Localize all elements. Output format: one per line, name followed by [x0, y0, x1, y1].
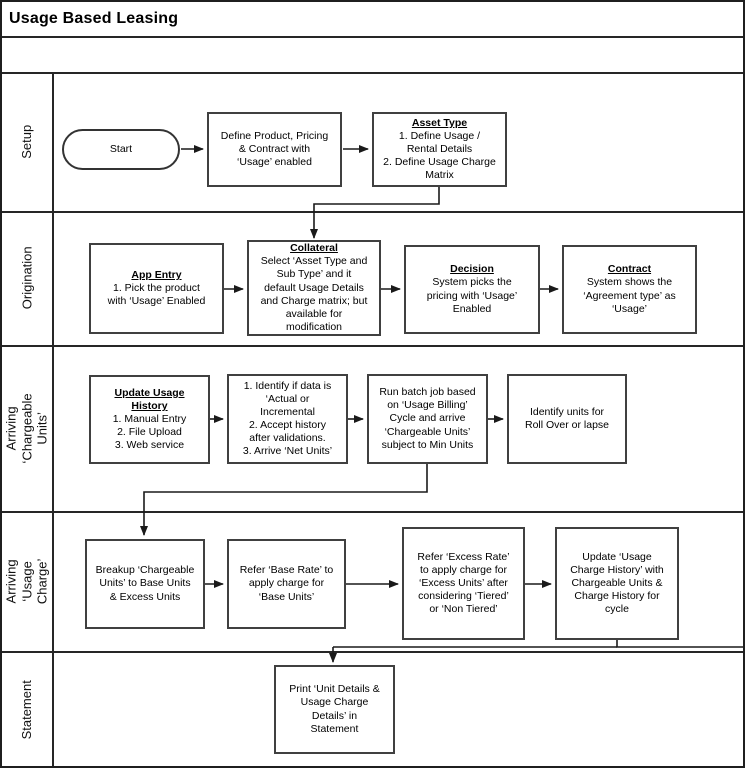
lane-label-text: Statement [19, 679, 35, 740]
lane-label-text: Setup [19, 124, 35, 159]
flow-arrow-batch-to-breakup [140, 464, 428, 536]
node-body: Update ‘Usage Charge History’ with Charg… [570, 550, 664, 616]
node-start: Start [62, 129, 180, 170]
grid-line-header-bottom [2, 72, 743, 74]
node-body: Identify units for Roll Over or lapse [524, 405, 610, 431]
lane-label-arriving-usage-charge: Arriving ‘Usage Charge’ [2, 511, 52, 651]
node-body: Print ‘Unit Details & Usage Charge Detai… [289, 683, 380, 735]
page-title: Usage Based Leasing [9, 10, 179, 27]
lane-label-text: Arriving ‘Chargeable Units’ [3, 392, 50, 464]
node-run-batch-job: Run batch job based on ‘Usage Billing’ C… [367, 374, 488, 464]
node-identify-data: 1. Identify if data is ‘Actual or Increm… [227, 374, 348, 464]
node-title: Asset Type [411, 116, 468, 129]
node-print-statement: Print ‘Unit Details & Usage Charge Detai… [274, 665, 395, 754]
lane-label-text: Origination [19, 246, 35, 310]
node-body: Refer ‘Excess Rate’ to apply charge for … [417, 550, 510, 616]
grid-line-title-bottom [2, 36, 743, 38]
node-body: 1. Identify if data is ‘Actual or Increm… [242, 379, 333, 458]
node-body: Breakup ‘Chargeable Units’ to Base Units… [95, 564, 195, 603]
node-body: System shows the ‘Agreement type’ as ‘Us… [583, 276, 676, 315]
node-title: Contract [607, 263, 652, 276]
lane-label-arriving-chargeable-units: Arriving ‘Chargeable Units’ [2, 345, 52, 511]
node-app-entry: App Entry 1. Pick the product with ‘Usag… [89, 243, 224, 334]
node-title: Collateral [290, 242, 338, 255]
lane-divider-usage-charge [2, 651, 743, 653]
node-decision: Decision System picks the pricing with ‘… [404, 245, 540, 334]
lane-divider-setup [2, 211, 743, 213]
node-body: Define Product, Pricing & Contract with … [220, 129, 329, 168]
node-body: System picks the pricing with ‘Usage’ En… [426, 276, 518, 315]
node-title: Decision [450, 263, 494, 276]
node-contract: Contract System shows the ‘Agreement typ… [562, 245, 697, 334]
node-update-usage-history: Update Usage History 1. Manual Entry 2. … [89, 375, 210, 464]
node-define-product: Define Product, Pricing & Contract with … [207, 112, 342, 187]
node-update-usage-charge-history: Update ‘Usage Charge History’ with Charg… [555, 527, 679, 640]
node-body: Select ‘Asset Type and Sub Type’ and it … [260, 255, 368, 333]
flow-line-update-history-right [616, 640, 743, 648]
node-body: Refer ‘Base Rate’ to apply charge for ‘B… [239, 564, 334, 603]
lane-label-column-divider [52, 72, 54, 766]
lane-divider-chargeable-units [2, 511, 743, 513]
lane-label-origination: Origination [2, 211, 52, 345]
node-label: Start [109, 142, 133, 155]
node-title: App Entry [131, 268, 182, 281]
lane-label-text: Arriving ‘Usage Charge’ [3, 558, 50, 604]
node-identify-units: Identify units for Roll Over or lapse [507, 374, 627, 464]
node-title: Update Usage History [114, 386, 185, 412]
lane-label-statement: Statement [2, 651, 52, 766]
node-asset-type: Asset Type 1. Define Usage / Rental Deta… [372, 112, 507, 187]
node-body: 1. Define Usage / Rental Details 2. Defi… [383, 129, 496, 182]
node-body: 1. Manual Entry 2. File Upload 3. Web se… [112, 412, 187, 452]
node-breakup-units: Breakup ‘Chargeable Units’ to Base Units… [85, 539, 205, 629]
lane-label-setup: Setup [2, 72, 52, 211]
lane-divider-origination [2, 345, 743, 347]
node-body: Run batch job based on ‘Usage Billing’ C… [379, 386, 476, 451]
node-refer-base-rate: Refer ‘Base Rate’ to apply charge for ‘B… [227, 539, 346, 629]
node-refer-excess-rate: Refer ‘Excess Rate’ to apply charge for … [402, 527, 525, 640]
node-collateral: Collateral Select ‘Asset Type and Sub Ty… [247, 240, 381, 336]
node-body: 1. Pick the product with ‘Usage’ Enabled [107, 281, 206, 307]
